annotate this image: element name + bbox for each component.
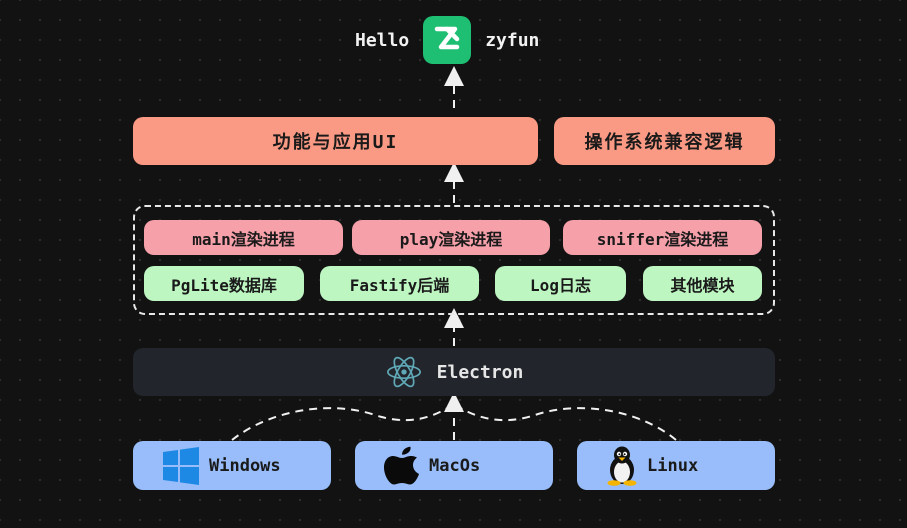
- pglite-db-box: PgLite数据库: [144, 266, 304, 301]
- curve-windows-to-electron: [231, 403, 455, 441]
- macos-label: MacOs: [429, 455, 481, 476]
- curve-linux-to-electron: [453, 403, 677, 441]
- electron-atom-icon: [385, 353, 423, 391]
- main-renderer-box: main渲染进程: [144, 220, 343, 255]
- brand-text: zyfun: [485, 29, 540, 51]
- sniffer-renderer-box: sniffer渲染进程: [563, 220, 762, 255]
- platform-linux: Linux: [577, 441, 775, 490]
- apple-logo-icon: [383, 446, 421, 486]
- zy-logo-icon: [423, 16, 472, 64]
- app-ui-box: 功能与应用UI: [133, 117, 538, 165]
- platform-macos: MacOs: [355, 441, 553, 490]
- core-modules-frame: [133, 205, 775, 315]
- linux-label: Linux: [647, 455, 699, 476]
- electron-bar: Electron: [133, 348, 775, 396]
- linux-tux-icon: [605, 446, 639, 486]
- os-compat-box: 操作系统兼容逻辑: [554, 117, 775, 165]
- windows-logo-icon: [161, 446, 201, 486]
- windows-label: Windows: [209, 455, 281, 476]
- electron-label: Electron: [436, 361, 524, 383]
- log-box: Log日志: [495, 266, 626, 301]
- hello-text: Hello: [355, 29, 410, 51]
- platform-windows: Windows: [133, 441, 331, 490]
- other-modules-box: 其他模块: [643, 266, 762, 301]
- fastify-backend-box: Fastify后端: [320, 266, 479, 301]
- hello-zyfun-header: Hello zyfun: [355, 16, 539, 64]
- play-renderer-box: play渲染进程: [352, 220, 550, 255]
